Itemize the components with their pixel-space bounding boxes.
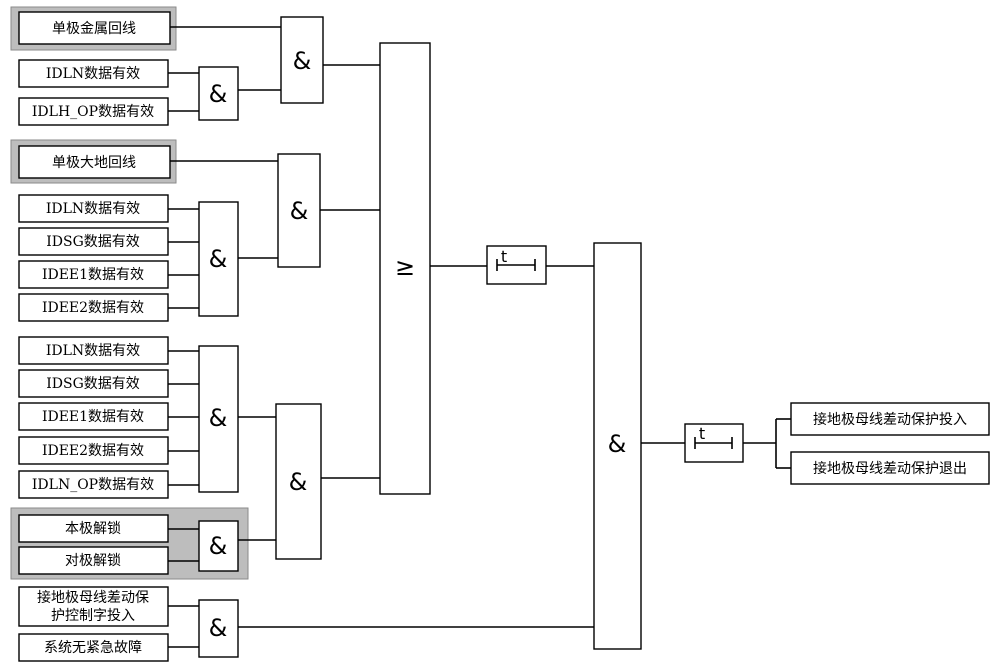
input-label: IDEE1数据有效 — [42, 267, 144, 283]
input-signal-in4: 单极大地回线 — [18, 145, 171, 179]
timer-2: t — [684, 423, 744, 463]
output-label: 接地极母线差动保护投入 — [813, 411, 967, 428]
and-gate-2: & — [198, 66, 239, 121]
input-signal-in9: IDLN数据有效 — [18, 336, 169, 365]
and-symbol: & — [209, 614, 228, 642]
and-symbol: & — [209, 245, 228, 273]
input-label: IDSG数据有效 — [46, 376, 140, 392]
and-gate-5: & — [198, 345, 239, 493]
input-signal-in5: IDLN数据有效 — [18, 194, 169, 223]
and-symbol: & — [209, 404, 228, 432]
input-label: IDLN数据有效 — [46, 201, 140, 217]
input-signal-in11: IDEE1数据有效 — [18, 402, 169, 431]
and-gate-final: & — [593, 242, 642, 650]
input-label-line2: 护控制字投入 — [51, 608, 135, 624]
input-signal-in6: IDSG数据有效 — [18, 227, 169, 256]
input-signal-in7: IDEE1数据有效 — [18, 260, 169, 289]
and-symbol: & — [289, 468, 308, 496]
input-label: IDLN数据有效 — [46, 343, 140, 359]
input-signal-in3: IDLH_OP数据有效 — [18, 97, 169, 126]
timer-delay-icon — [694, 437, 733, 449]
input-label: IDLH_OP数据有效 — [32, 104, 154, 120]
input-signal-in17: 系统无紧急故障 — [18, 633, 169, 662]
and-gate-4: & — [198, 201, 239, 317]
input-label: 系统无紧急故障 — [44, 640, 142, 656]
output-label: 接地极母线差动保护退出 — [813, 460, 967, 477]
and-symbol: & — [290, 197, 309, 225]
and-symbol: & — [608, 430, 627, 458]
input-label-line1: 接地极母线差动保 — [37, 589, 149, 606]
input-signal-in14: 本极解锁 — [18, 514, 169, 543]
and-symbol: & — [293, 47, 312, 75]
timer-symbol: t — [501, 247, 507, 266]
input-signal-in10: IDSG数据有效 — [18, 369, 169, 398]
output-protection-enable: 接地极母线差动保护投入 — [790, 402, 990, 436]
and-gate-6: & — [198, 520, 239, 572]
or-symbol: ≥ — [395, 253, 415, 281]
and-symbol: & — [209, 80, 228, 108]
or-gate: ≥ — [379, 42, 431, 495]
output-protection-exit: 接地极母线差动保护退出 — [790, 451, 990, 485]
input-signal-in16: 接地极母线差动保 护控制字投入 — [18, 586, 169, 627]
input-signal-in15: 对极解锁 — [18, 546, 169, 575]
timer-1: t — [486, 245, 547, 285]
input-signal-in1: 单极金属回线 — [18, 11, 171, 45]
timer-symbol: t — [699, 424, 705, 443]
and-gate-3: & — [277, 153, 321, 268]
input-label: 对极解锁 — [65, 553, 121, 569]
wires — [168, 26, 791, 648]
input-signal-in13: IDLN_OP数据有效 — [18, 470, 169, 499]
input-signal-in8: IDEE2数据有效 — [18, 293, 169, 322]
input-signal-in2: IDLN数据有效 — [18, 59, 169, 88]
timer-delay-icon — [496, 259, 536, 271]
input-signal-in12: IDEE2数据有效 — [18, 436, 169, 465]
input-label: IDLN数据有效 — [46, 66, 140, 82]
input-label: IDSG数据有效 — [46, 234, 140, 250]
input-label: 单极大地回线 — [52, 155, 136, 171]
and-gate-7: & — [275, 403, 322, 560]
and-symbol: & — [209, 532, 228, 560]
and-gate-1: & — [280, 16, 324, 104]
input-label: 单极金属回线 — [52, 21, 136, 37]
input-label: IDEE2数据有效 — [42, 300, 144, 316]
input-label: IDEE1数据有效 — [42, 409, 144, 425]
input-label: IDLN_OP数据有效 — [32, 477, 154, 493]
input-label: IDEE2数据有效 — [42, 443, 144, 459]
and-gate-8: & — [198, 599, 239, 658]
input-label: 本极解锁 — [65, 521, 121, 537]
